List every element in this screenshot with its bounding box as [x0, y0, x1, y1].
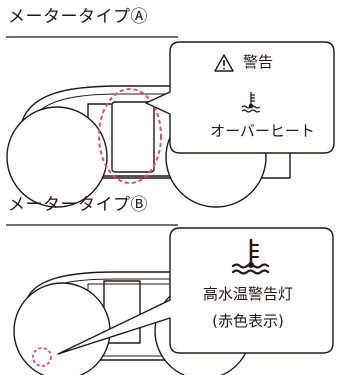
highlight-warning-lamp-b	[32, 347, 52, 367]
callout-b-bubble	[57, 227, 334, 355]
red-display-note: (赤色表示)	[212, 312, 284, 330]
coolant-temperature-icon	[241, 92, 261, 113]
coolant-temperature-icon	[231, 238, 270, 275]
warning-triangle-icon	[214, 54, 234, 72]
highlight-display-a	[98, 88, 162, 184]
meter-type-a-heading: メータータイプⒶ	[8, 7, 148, 27]
warning-label: 警告	[243, 53, 274, 71]
meter-type-b-heading: メータータイプⒷ	[8, 195, 148, 215]
callout-a-bubble	[145, 41, 335, 154]
high-water-temp-lamp-label: 高水温警告灯	[202, 285, 293, 303]
overheat-label: オーバーヒート	[210, 122, 315, 140]
